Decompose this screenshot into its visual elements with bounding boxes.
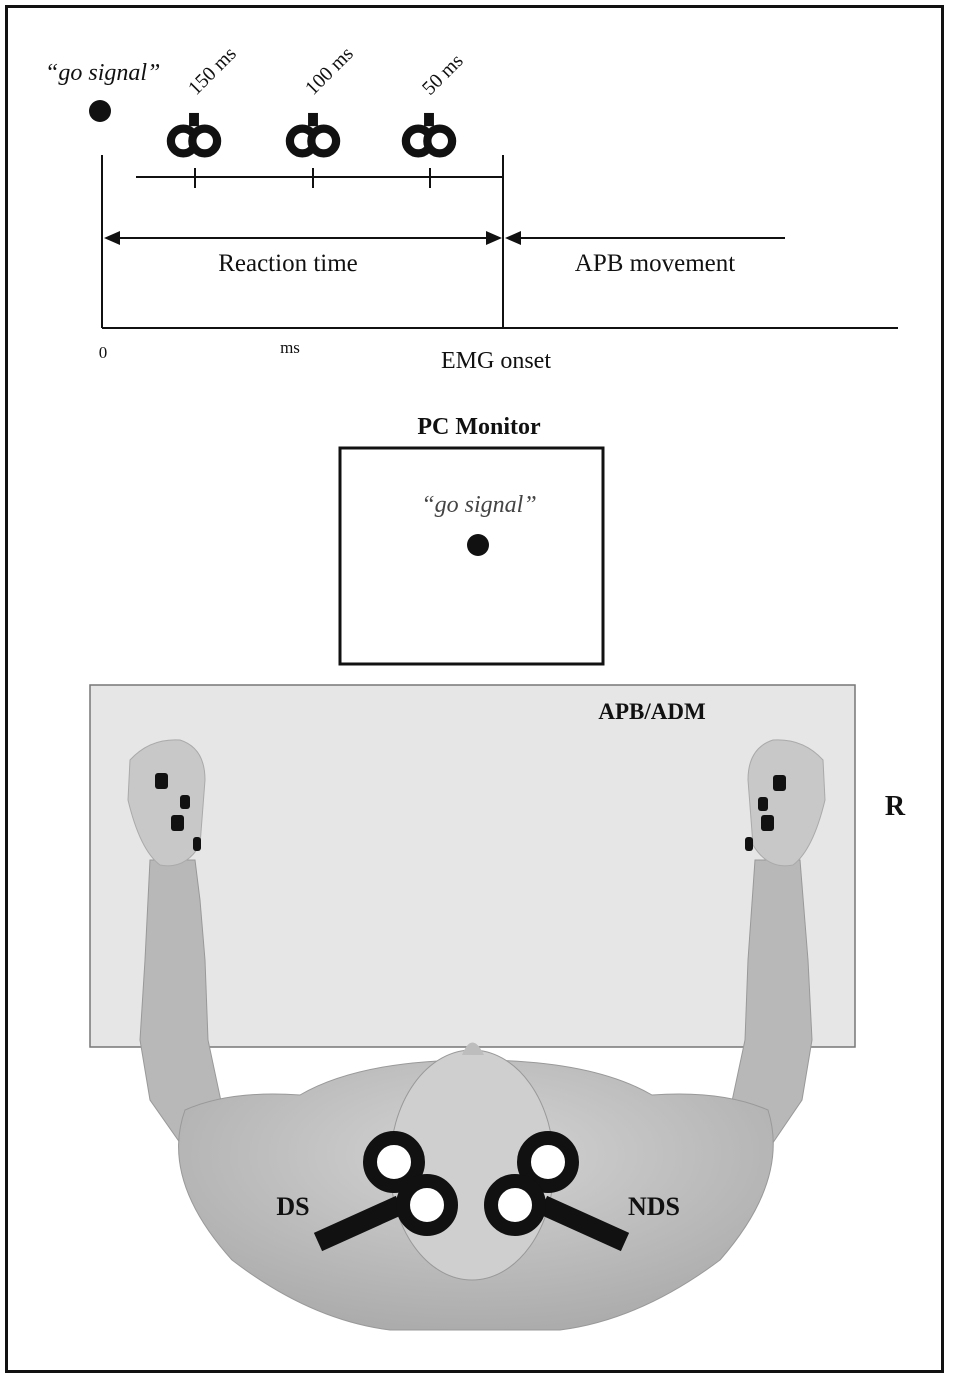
table-surface xyxy=(89,684,856,1048)
go-signal-dot xyxy=(89,100,111,122)
monitor-go-signal-label: “go signal” xyxy=(421,492,536,518)
right-arm xyxy=(727,859,813,1151)
left-coil-label: DS xyxy=(276,1192,309,1221)
table: APB/ADM R xyxy=(89,684,906,1048)
muscle-label: APB/ADM xyxy=(598,699,706,724)
nose xyxy=(462,1042,484,1055)
left-electrode-4 xyxy=(193,837,201,851)
ms-label: ms xyxy=(280,338,300,357)
timeline: “go signal” 150 ms 100 ms 50 ms Reaction… xyxy=(45,43,898,374)
right-electrode-4 xyxy=(745,837,753,851)
delay-label-150: 150 ms xyxy=(184,43,241,100)
right-coil-label: NDS xyxy=(628,1192,680,1221)
delay-label-50: 50 ms xyxy=(418,50,468,100)
apb-arrow-head xyxy=(505,231,521,245)
delay-label-100: 100 ms xyxy=(301,43,358,100)
right-tms-coil xyxy=(484,1131,630,1252)
right-electrode-3 xyxy=(761,815,774,831)
subject: DS NDS xyxy=(127,739,826,1331)
coil-icon-100 xyxy=(290,113,336,153)
timeline-go-signal-label: “go signal” xyxy=(45,60,160,86)
right-electrode-2 xyxy=(758,797,768,811)
zero-label: 0 xyxy=(99,343,108,362)
left-hand xyxy=(127,739,206,867)
monitor-screen xyxy=(338,446,605,666)
left-electrode-2 xyxy=(180,795,190,809)
right-electrode-1 xyxy=(773,775,786,791)
monitor-go-signal-dot xyxy=(467,534,489,556)
side-label: R xyxy=(885,791,906,822)
reaction-time-label: Reaction time xyxy=(218,250,358,277)
reaction-arrow-right-head xyxy=(486,231,502,245)
right-hand xyxy=(745,739,826,867)
left-tms-coil xyxy=(313,1131,458,1252)
coil-icon-150 xyxy=(171,113,217,153)
monitor-title: PC Monitor xyxy=(417,414,541,440)
left-electrode-1 xyxy=(155,773,168,789)
emg-onset-label: EMG onset xyxy=(441,348,551,374)
apb-movement-label: APB movement xyxy=(575,250,735,277)
pc-monitor: PC Monitor “go signal” xyxy=(338,414,605,666)
reaction-arrow-left-head xyxy=(104,231,120,245)
coil-icon-50 xyxy=(406,113,452,153)
left-electrode-3 xyxy=(171,815,184,831)
